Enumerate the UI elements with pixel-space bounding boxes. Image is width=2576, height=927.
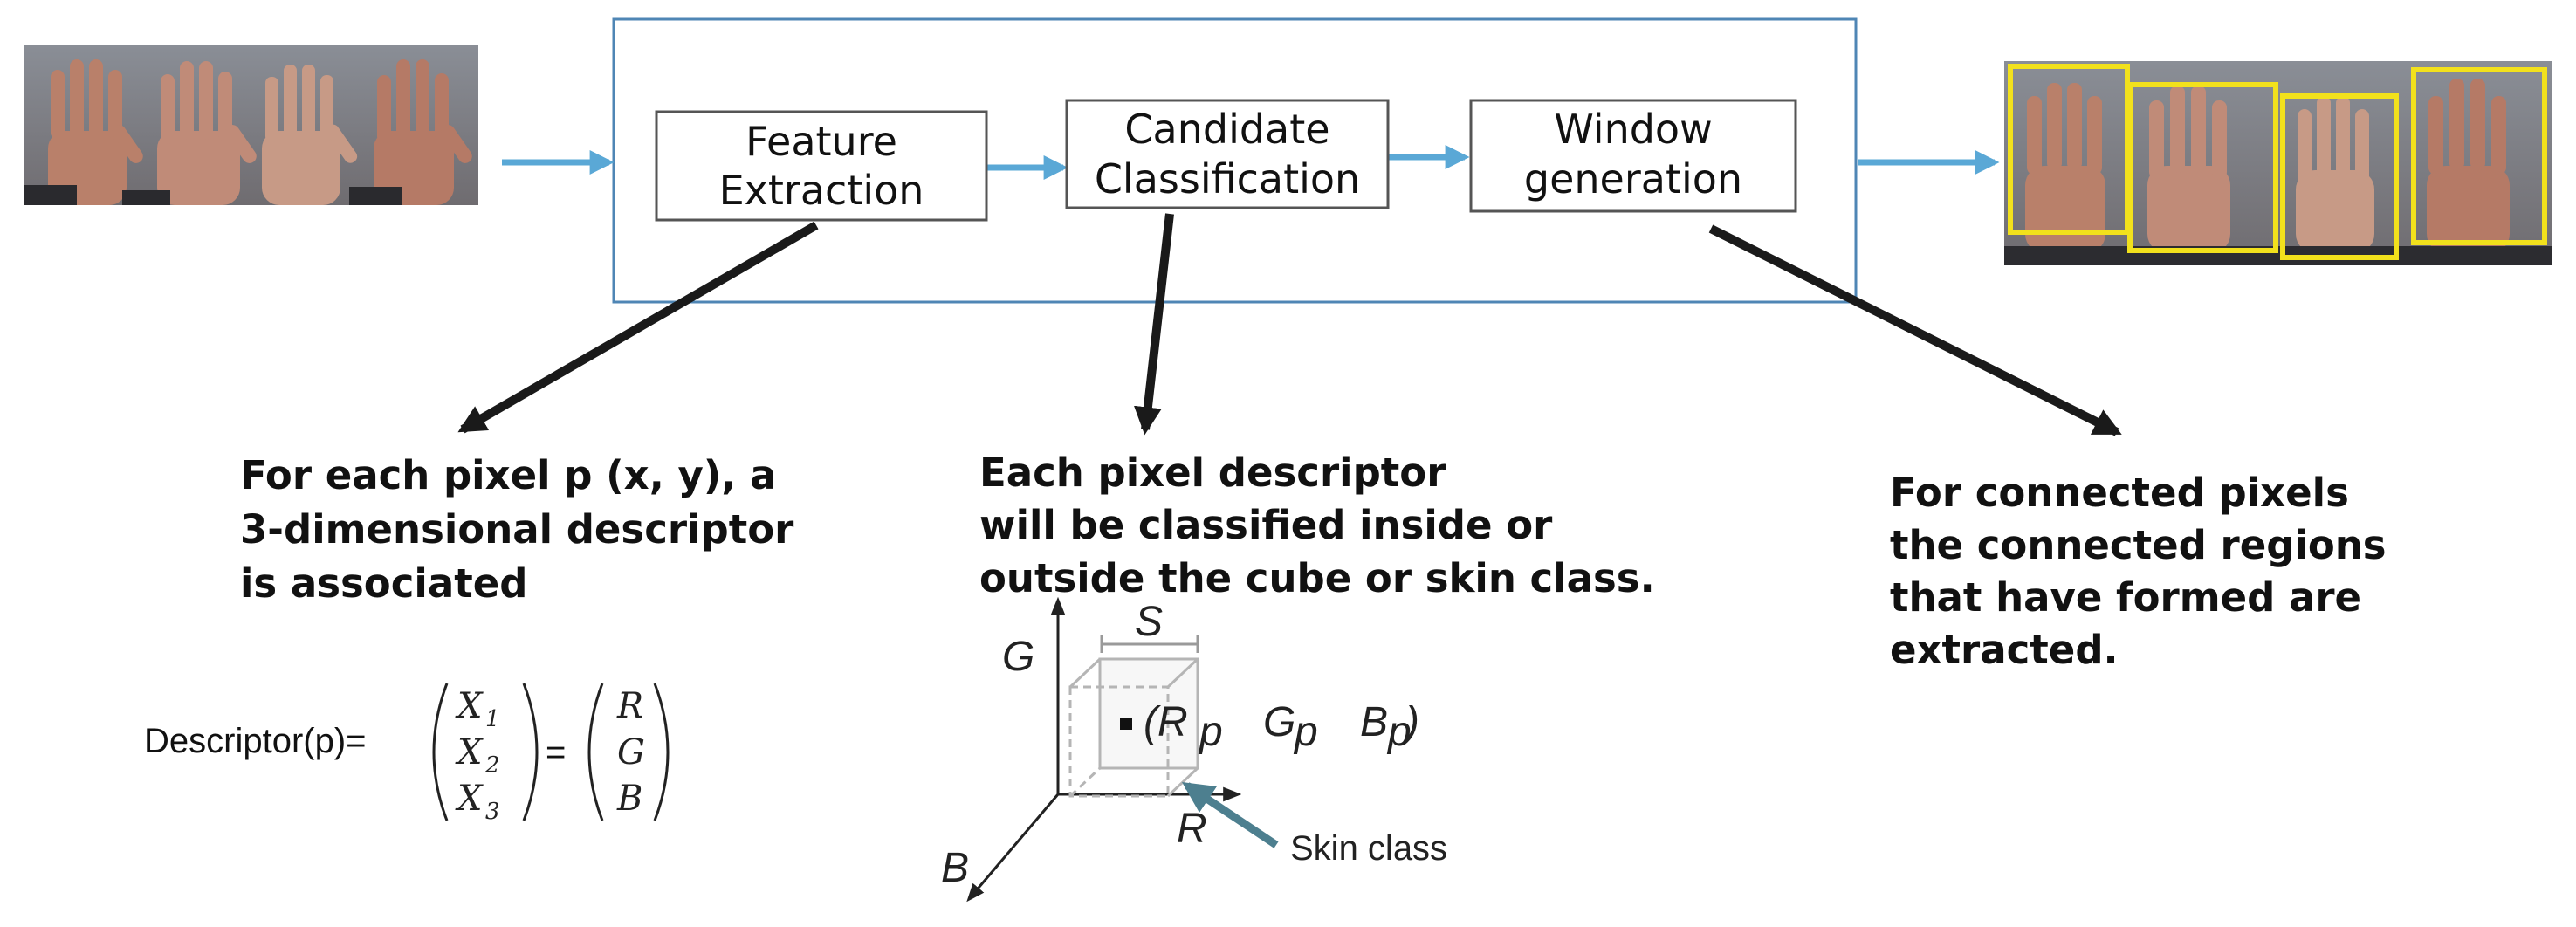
pointer-arrow-classification <box>1133 213 1174 436</box>
description-window-line4: extracted. <box>1890 627 2119 673</box>
description-classification-line2: will be classified inside or <box>979 502 1553 548</box>
detection-boxes <box>2008 64 2547 260</box>
formula-x3: X <box>455 779 484 819</box>
detection-box-4 <box>2411 67 2547 245</box>
stage-window-line2: generation <box>1524 155 1742 203</box>
detection-box-2 <box>2127 82 2278 253</box>
formula-x1: X <box>455 686 484 726</box>
point-b: B <box>1360 699 1388 745</box>
formula-x2-sub: 2 <box>484 752 500 779</box>
stage-window-line1: Window <box>1554 106 1712 153</box>
stage-window-generation: Window generation <box>1469 99 1797 213</box>
stage-feature-line2: Extraction <box>719 167 924 214</box>
input-hands-image <box>24 45 478 205</box>
formula-x3-sub: 3 <box>485 799 500 825</box>
description-classification-line3: outside the cube or skin class. <box>979 555 1655 601</box>
cube-side-label: S <box>1135 599 1163 645</box>
descriptor-formula: Descriptor(p)= X 1 X 2 X 3 = R G B <box>144 683 670 825</box>
formula-x2: X <box>455 732 484 772</box>
description-feature: For each pixel p (x, y), a 3-dimensional… <box>240 452 794 607</box>
description-classification-line1: Each pixel descriptor <box>979 450 1446 496</box>
point-sub-r: p <box>1198 709 1223 755</box>
b-axis <box>966 793 1060 903</box>
stage-feature-extraction: Feature Extraction <box>655 110 988 222</box>
axis-b-label: B <box>941 845 969 891</box>
point-sub-g: p <box>1293 709 1318 755</box>
axis-g-label: G <box>1002 634 1034 680</box>
description-window-line1: For connected pixels <box>1890 470 2349 516</box>
point-open: (R <box>1144 699 1188 745</box>
formula-label: Descriptor(p)= <box>144 722 367 760</box>
skin-cube <box>1068 657 1199 798</box>
hand-2 <box>157 61 257 205</box>
formula-equals: = <box>546 733 566 772</box>
point-close: ) <box>1401 699 1419 745</box>
description-window: For connected pixels the connected regio… <box>1890 470 2387 673</box>
formula-x1-sub: 1 <box>485 706 500 732</box>
stage-candidate-line2: Classification <box>1095 155 1360 203</box>
formula-g: G <box>617 732 645 772</box>
rgb-cube-diagram: G R B S (R p G p B p ) Skin class <box>941 596 1447 903</box>
description-window-line3: that have formed are <box>1890 574 2361 621</box>
hand-4 <box>374 59 472 205</box>
skin-class-label: Skin class <box>1290 829 1447 868</box>
descriptor-point <box>1120 718 1132 730</box>
point-g: G <box>1263 699 1295 745</box>
point-sub-b: p <box>1386 709 1412 755</box>
pointer-arrow-window <box>1708 224 2122 436</box>
description-feature-line2: 3-dimensional descriptor <box>240 506 794 553</box>
formula-b: B <box>616 779 642 819</box>
hand-3 <box>262 65 358 205</box>
skin-class-arrow <box>1182 782 1279 848</box>
cube-side-marker <box>1100 635 1199 653</box>
pointer-arrow-feature <box>457 221 819 434</box>
axis-r-label: R <box>1177 806 1207 852</box>
stage-candidate-classification: Candidate Classification <box>1065 99 1390 209</box>
formula-r: R <box>616 686 643 726</box>
description-feature-line3: is associated <box>240 560 527 607</box>
stage-candidate-line1: Candidate <box>1124 106 1329 153</box>
detection-box-3 <box>2280 93 2399 260</box>
description-classification: Each pixel descriptor will be classified… <box>979 450 1655 601</box>
description-window-line2: the connected regions <box>1890 522 2387 568</box>
stage-feature-line1: Feature <box>745 118 897 165</box>
output-detected-hands-image <box>2004 61 2552 265</box>
description-feature-line1: For each pixel p (x, y), a <box>240 452 777 498</box>
